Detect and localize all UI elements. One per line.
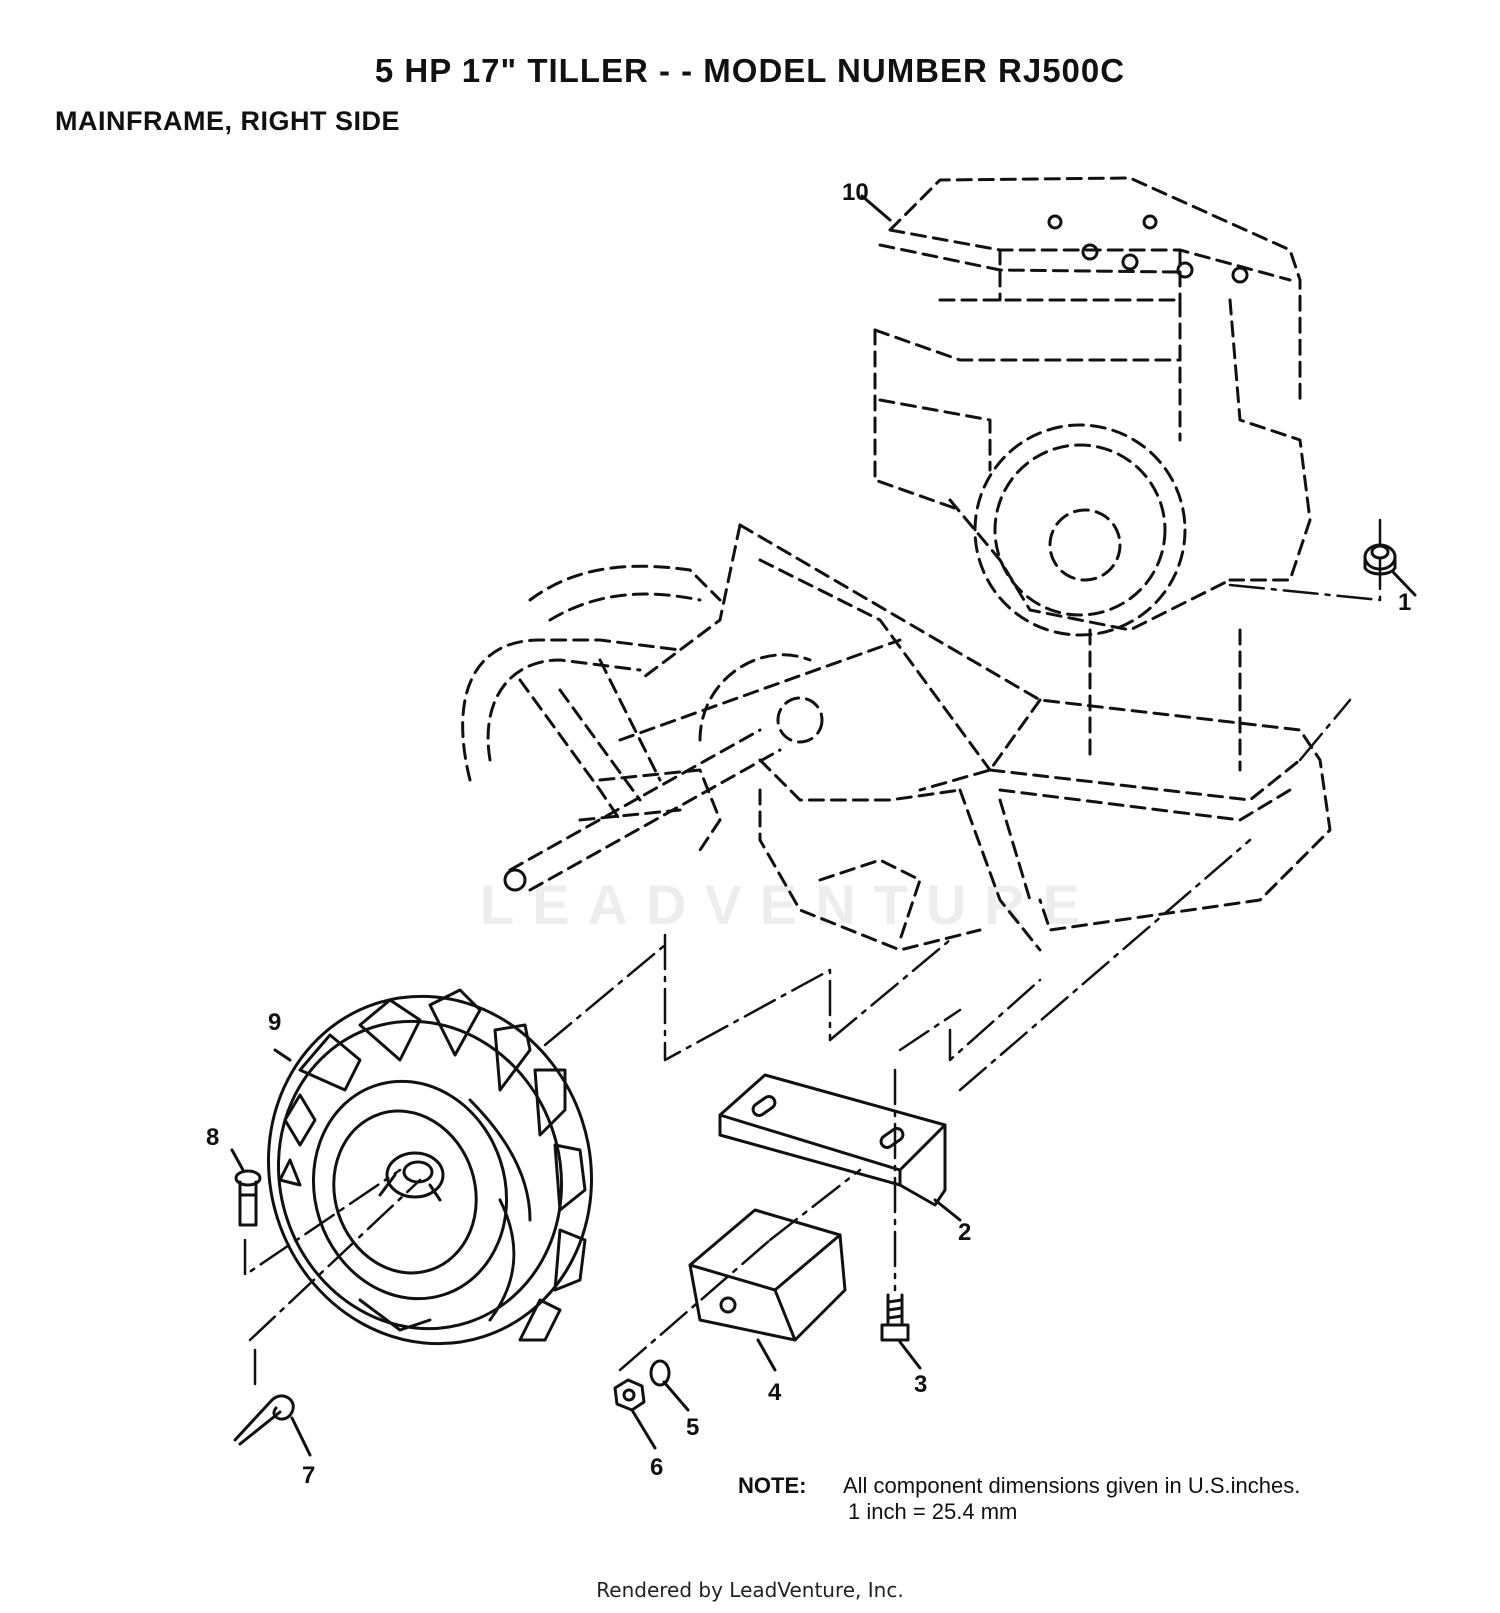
part-10-leader xyxy=(860,194,892,222)
part-6-hex-nut xyxy=(613,1378,657,1450)
callout-2: 2 xyxy=(958,1219,971,1246)
part-3-bolt xyxy=(880,1293,922,1370)
note-line-2: 1 inch = 25.4 mm xyxy=(848,1499,1018,1524)
dimension-note: NOTE: All component dimensions given in U… xyxy=(738,1473,1300,1525)
callout-10: 10 xyxy=(842,179,869,206)
callout-7: 7 xyxy=(302,1462,315,1489)
assembly-lines xyxy=(243,518,1382,1392)
part-2-bracket xyxy=(718,1073,962,1222)
part-7-hairpin-clip xyxy=(233,1394,312,1457)
mainframe-phantom xyxy=(461,523,1332,952)
part-9-wheel-tire xyxy=(267,988,593,1346)
callout-labels: 1 2 3 4 5 6 7 8 9 10 xyxy=(206,179,1411,1489)
section-subtitle: MAINFRAME, RIGHT SIDE xyxy=(55,106,400,136)
engine-phantom xyxy=(873,176,1312,772)
callout-5: 5 xyxy=(686,1414,699,1441)
part-1-flange-nut xyxy=(1363,543,1417,597)
callout-9: 9 xyxy=(268,1009,281,1036)
part-5-lock-washer xyxy=(649,1359,690,1412)
callout-3: 3 xyxy=(914,1371,927,1398)
page-title: 5 HP 17" TILLER - - MODEL NUMBER RJ500C xyxy=(374,52,1126,89)
callout-4: 4 xyxy=(768,1379,782,1406)
callout-1: 1 xyxy=(1398,589,1411,616)
callout-8: 8 xyxy=(206,1124,219,1151)
part-8-clevis-pin xyxy=(230,1148,262,1227)
axle-end xyxy=(503,868,527,892)
watermark-logo: LEADVENTURE xyxy=(480,873,1099,936)
note-line-1: All component dimensions given in U.S.in… xyxy=(843,1473,1301,1498)
engine-bolts xyxy=(1047,214,1249,284)
note-label: NOTE: xyxy=(738,1473,807,1498)
part-4-weight xyxy=(688,1208,847,1372)
callout-6: 6 xyxy=(650,1454,663,1481)
render-credit: Rendered by LeadVenture, Inc. xyxy=(596,1578,904,1602)
